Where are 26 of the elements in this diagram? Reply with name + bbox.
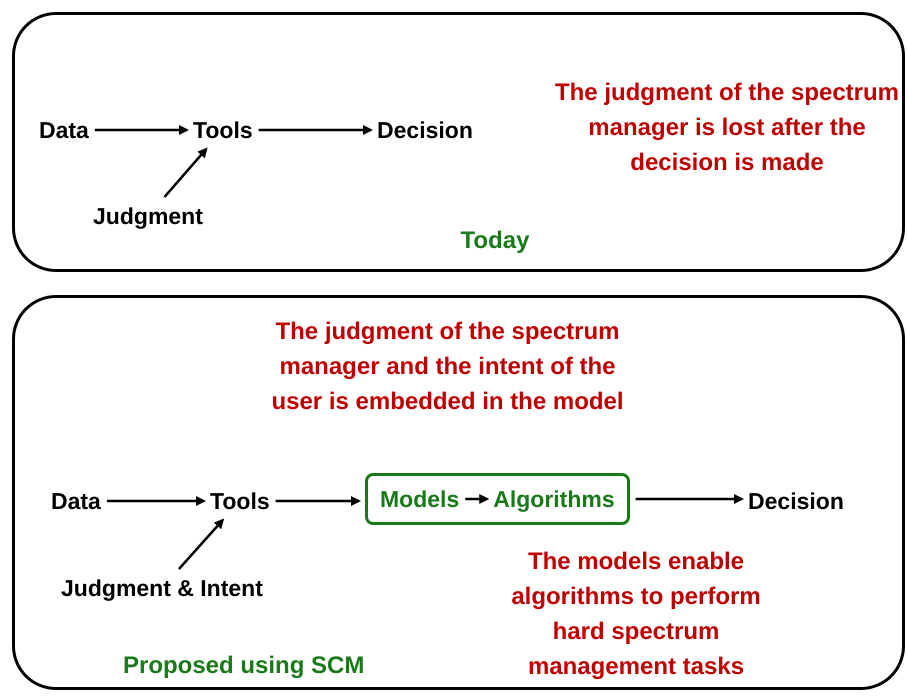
note-text: The judgment of the spectrum manager and the intent of the user is embedded in the model [270,317,625,417]
note-text: The judgment of the spectrum manager is lost after the decision is made [554,78,900,178]
arrow [276,496,361,506]
node-label: Decision [377,115,473,145]
node-label: Data [39,115,89,145]
node-label: Models [380,484,460,514]
note-text: The models enable algorithms to perform hard spectrum management tasks [510,547,762,682]
panel-heading: Proposed using SCM [123,651,366,681]
node-label: Tools [210,486,270,516]
arrow [465,494,490,504]
arrow [258,125,373,135]
group-box [365,473,630,525]
arrow [636,494,744,504]
node-label: Judgment [93,201,203,231]
arrow [94,125,189,135]
arrow [178,518,224,570]
node-label: Algorithms [493,484,615,514]
rounded-panel [12,12,905,272]
panel-heading: Today [460,226,530,256]
arrow [106,496,206,506]
node-label: Data [51,486,101,516]
rounded-panel [12,295,905,690]
node-label: Tools [193,115,253,145]
node-label: Judgment & Intent [61,573,263,603]
node-label: Decision [748,486,844,516]
arrow [164,148,208,198]
